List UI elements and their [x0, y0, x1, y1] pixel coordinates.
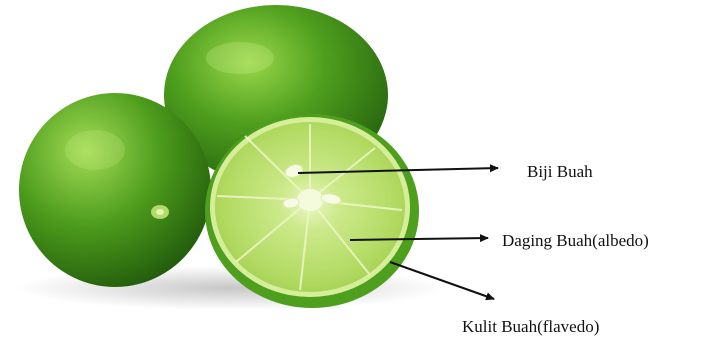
label-seed: Biji Buah [527, 163, 593, 180]
label-flavedo: Kulit Buah(flavedo) [462, 318, 599, 335]
left-whole-lime [19, 93, 211, 287]
label-albedo: Daging Buah(albedo) [502, 232, 649, 249]
cut-lime-half [205, 114, 419, 308]
lime-core [297, 189, 323, 211]
